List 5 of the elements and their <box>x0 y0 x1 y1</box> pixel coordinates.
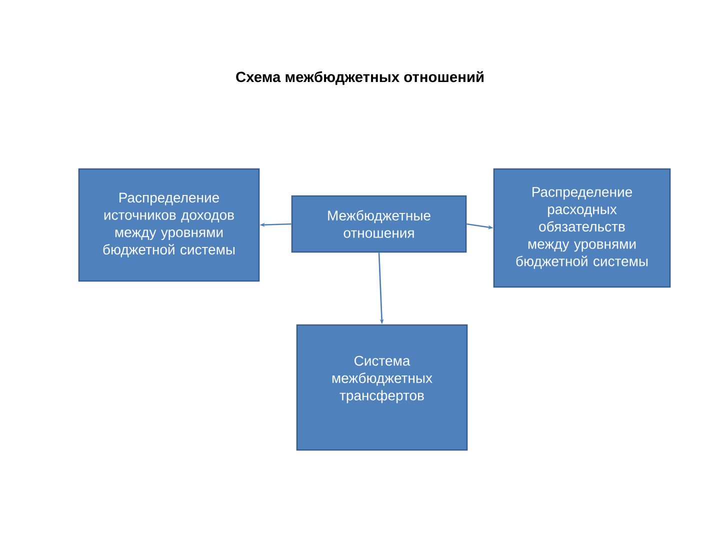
process-box: Система межбюджетных трансфертов <box>296 324 468 451</box>
process-box: Распределение источников доходов между уровнями бюджетной системы <box>78 168 260 282</box>
process-box: Распределение расходных обязательств между уровнями бюджетной системы <box>493 168 671 288</box>
title: Схема межбюджетных отношений <box>236 71 484 85</box>
process-box: Межбюджетные отношения <box>291 195 467 253</box>
